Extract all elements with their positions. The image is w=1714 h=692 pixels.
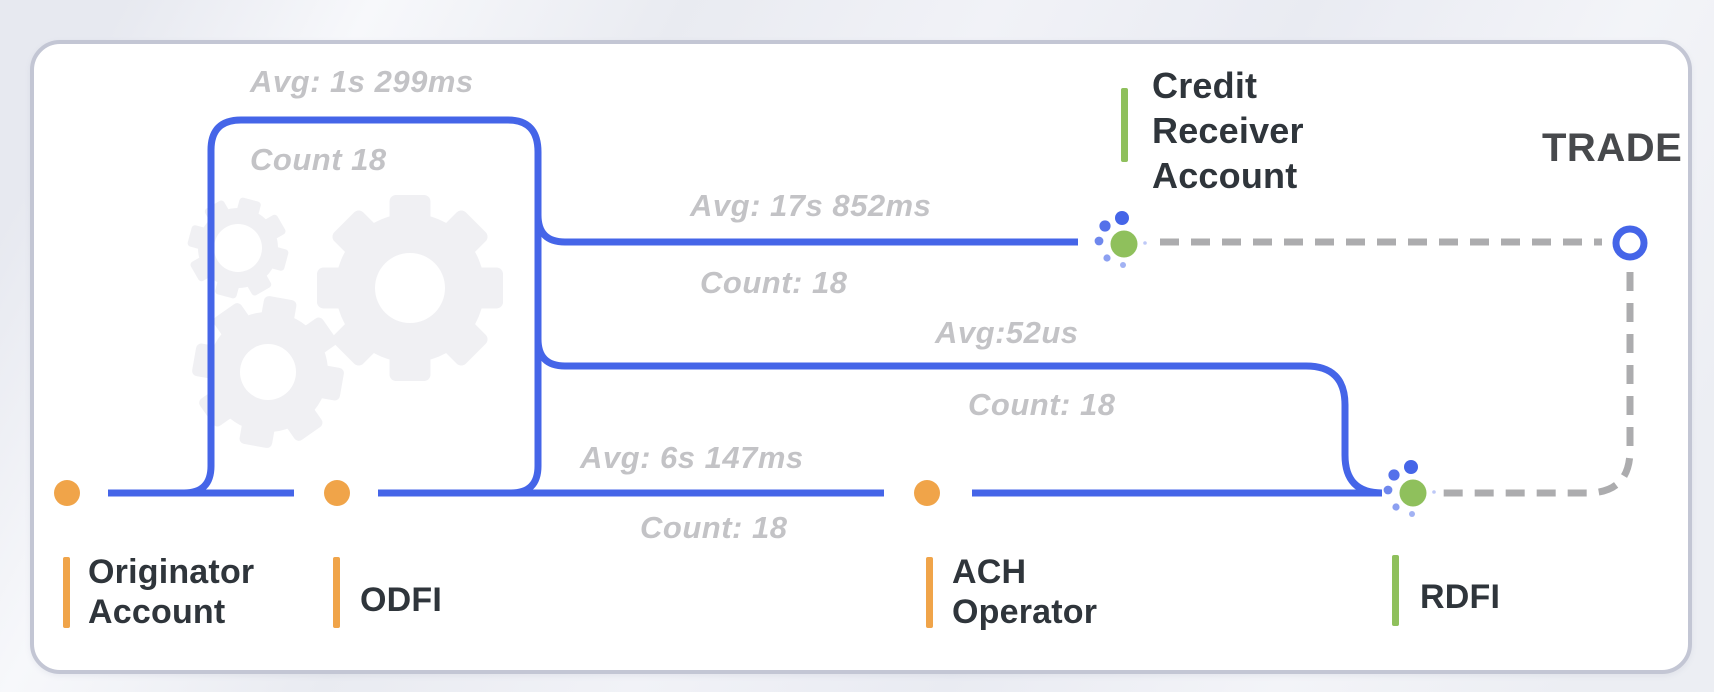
ach-operator-marker xyxy=(914,480,940,506)
credit-receiver-account-node xyxy=(1094,211,1147,268)
green-node-icon xyxy=(1110,230,1138,258)
spinner-dot-icon xyxy=(1404,460,1418,474)
rdfi-edge-avg-label: Avg:52us xyxy=(935,315,1079,350)
credit-edge-count-label: Count: 18 xyxy=(700,265,848,300)
green-node-icon xyxy=(1399,479,1427,507)
spinner-dot-icon xyxy=(1432,490,1436,494)
spinner-dot-icon xyxy=(1115,211,1129,225)
spinner-dot-icon xyxy=(1103,254,1111,262)
credit-receiver-account-label: Credit Receiver Account xyxy=(1152,65,1304,196)
loop-count-label: Count 18 xyxy=(250,142,387,177)
trade-logo: TRADE xyxy=(1542,126,1683,170)
spinner-dot-icon xyxy=(1094,236,1104,246)
rdfi-node xyxy=(1383,460,1436,517)
gear-icon xyxy=(192,296,344,448)
spinner-dot-icon xyxy=(1392,503,1400,511)
spinner-dot-icon xyxy=(1120,262,1126,268)
originator-account-label: Originator Account xyxy=(88,553,255,631)
spinner-dot-icon xyxy=(1099,220,1111,232)
odfi-marker xyxy=(324,480,350,506)
ach-operator-label: ACH Operator xyxy=(952,553,1098,631)
ach-operator-bar xyxy=(926,557,933,628)
spinner-dot-icon xyxy=(1388,469,1400,481)
credit-receiver-account-bar xyxy=(1121,88,1128,162)
rdfi-edge-count-label: Count: 18 xyxy=(968,387,1116,422)
odfi-to-rdfi-edge xyxy=(534,338,1383,497)
ach-edge-count-label: Count: 18 xyxy=(640,510,788,545)
spinner-dot-icon xyxy=(1143,241,1147,245)
rdfi-bar xyxy=(1392,555,1399,626)
gear-icon xyxy=(317,195,503,381)
odfi-to-credit-receiver-edge xyxy=(534,214,1078,246)
spinner-dot-icon xyxy=(1409,511,1415,517)
odfi-label: ODFI xyxy=(360,581,443,619)
odfi-bar xyxy=(333,557,340,628)
rdfi-to-trade-dashed-edge xyxy=(1438,272,1634,497)
ach-edge-avg-label: Avg: 6s 147ms xyxy=(580,440,804,475)
gear-icon xyxy=(187,197,289,299)
rdfi-label: RDFI xyxy=(1420,578,1501,616)
originator-account-bar xyxy=(63,557,70,628)
credit-edge-avg-label: Avg: 17s 852ms xyxy=(690,188,932,223)
originator-loop-edge xyxy=(183,116,542,497)
trade-endpoint-node xyxy=(1612,225,1648,261)
spinner-dot-icon xyxy=(1383,485,1393,495)
originator-account-marker xyxy=(54,480,80,506)
loop-avg-label: Avg: 1s 299ms xyxy=(250,64,474,99)
